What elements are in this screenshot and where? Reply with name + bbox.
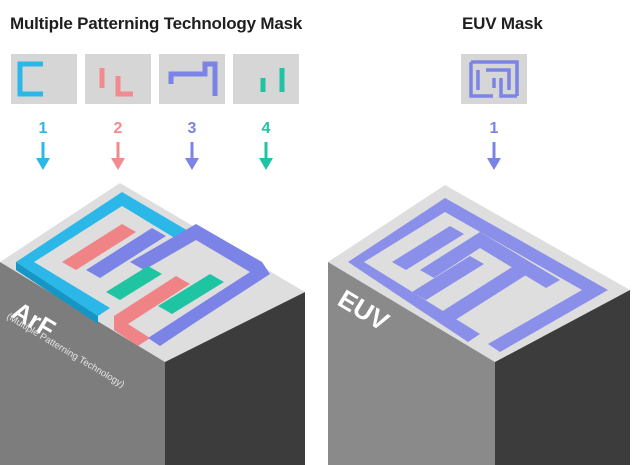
mpt-mask-3-pattern — [168, 61, 218, 96]
arf-block-front — [165, 292, 305, 465]
mpt-mask-4-tile — [233, 54, 299, 104]
mpt-mask-1-pattern — [17, 61, 43, 97]
mpt-mask-1-arrow-icon — [36, 142, 50, 170]
arf-pattern-pink-2 — [114, 276, 190, 346]
euv-pattern-bar-3 — [412, 256, 484, 300]
mpt-mask-4-number: 4 — [262, 120, 271, 137]
mpt-mask-3-tile — [159, 54, 225, 104]
mpt-mask-3-arrow-icon — [185, 142, 199, 170]
mpt-mask-4-pattern — [260, 68, 285, 92]
euv-mask-number: 1 — [490, 120, 499, 137]
euv-title: EUV Mask — [462, 14, 543, 33]
arf-pattern-teal-1 — [106, 266, 162, 300]
mpt-mask-1-number: 1 — [39, 120, 48, 137]
mpt-mask-1-tile — [11, 54, 77, 104]
arf-block-left — [0, 262, 165, 465]
arf-pattern-pink-1 — [62, 224, 136, 270]
euv-pattern-outer — [348, 198, 608, 352]
euv-pattern-bar-4 — [438, 262, 534, 322]
arf-pattern — [16, 192, 270, 346]
mpt-mask-2-number: 2 — [114, 120, 123, 137]
euv-pattern — [348, 198, 608, 352]
arf-pattern-purple-2 — [130, 224, 270, 346]
mpt-mask-4-arrow-icon — [259, 142, 273, 170]
euv-mask-pattern — [469, 60, 519, 98]
mpt-mask-2-tile — [85, 54, 151, 104]
mpt-title: Multiple Patterning Technology Mask — [10, 14, 303, 33]
euv-block-left — [328, 262, 495, 465]
arf-pattern-cyan — [16, 192, 190, 316]
euv-pattern-bar-1 — [392, 226, 464, 270]
mpt-mask-2-arrow-icon — [111, 142, 125, 170]
euv-mask-arrow-icon — [487, 142, 501, 170]
arf-pattern-cyan-side — [16, 262, 98, 324]
euv-block-front — [495, 290, 630, 465]
mpt-mask-2-pattern — [99, 68, 133, 97]
arf-pattern-teal-2 — [158, 274, 224, 314]
mpt-mask-3-number: 3 — [188, 120, 197, 137]
euv-mask-tile — [461, 54, 527, 104]
arf-pattern-purple-1 — [86, 228, 166, 278]
